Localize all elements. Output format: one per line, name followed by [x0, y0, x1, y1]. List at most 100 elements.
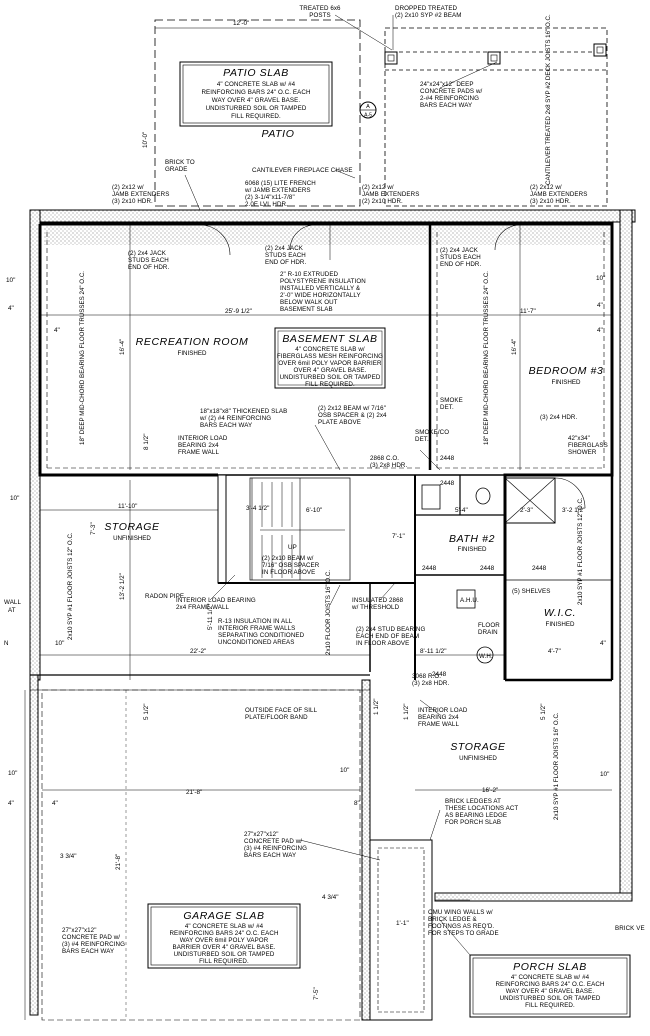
dimension-label: 1 1/2"	[403, 704, 410, 720]
note-interior-load-3: INTERIOR LOAD	[418, 707, 468, 714]
note-radon: RADON PIPE	[145, 593, 184, 600]
note-interior-load-2: INTERIOR LOAD BEARING	[176, 597, 256, 604]
note-jamb-right: JAMB EXTENDERS	[530, 191, 587, 198]
garage-slab-note: FILL REQUIRED.	[199, 958, 249, 965]
note-treated-posts: POSTS	[309, 12, 330, 19]
finished-space-outline	[38, 222, 614, 682]
note-floor-drain: DRAIN	[478, 629, 498, 636]
leader-lines	[184, 14, 498, 956]
note-cmu-wing: FOOTINGS AS REQ'D.	[428, 923, 494, 930]
note-jack-left: STUDS EACH	[128, 257, 169, 264]
note-interior-load-3: FRAME WALL	[418, 721, 459, 728]
note-insulation: 2" R-10 EXTRUDED	[280, 271, 339, 278]
dimension-label: 4"	[597, 327, 603, 334]
note-jack-mid: (2) 2x4 JACK	[265, 245, 304, 252]
note-up: UP	[288, 544, 297, 551]
dimension-label: 3'-4 1/2"	[246, 505, 269, 512]
note-beam-osb: OSB SPACER & (2) 2x4	[318, 412, 387, 419]
basement-slab-note: OVER 4" GRAVEL BASE.	[294, 367, 367, 374]
storage-left-status: UNFINISHED	[113, 535, 151, 542]
patio-slab-area	[154, 19, 361, 207]
dimension-label: 2448	[440, 480, 455, 487]
basement-slab-note: UNDISTURBED SOIL OR TAMPED	[280, 374, 381, 381]
dimension-label: 16'-2"	[482, 787, 498, 794]
note-pad-27-top: 27"x27"x12"	[244, 831, 279, 838]
note-jack-right: END OF HDR.	[440, 261, 481, 268]
dimension-label: 11'-7"	[520, 308, 536, 315]
dimension-label: 7'-5"	[313, 987, 320, 1000]
note-insulation: 2'-0" WIDE HORIZONTALLY	[280, 292, 361, 299]
note-jack-mid: END OF HDR.	[265, 259, 306, 266]
garage-area	[30, 674, 370, 1021]
basement-slab-note: FILL REQUIRED.	[305, 381, 355, 388]
dimension-label: 8 1/2"	[143, 434, 150, 450]
note-fiberglass-shower: SHOWER	[568, 449, 597, 456]
garage-slab-note: REINFORCING BARS 24" O.C. EACH	[169, 930, 278, 937]
note-interior-load: FRAME WALL	[178, 449, 219, 456]
note-pad-27-top: (3) #4 REINFORCING	[244, 845, 307, 852]
note-cantilever-chase: CANTILEVER FIREPLACE CHASE	[252, 167, 353, 174]
note-jamb-right: (3) 2x10 HDR.	[530, 198, 571, 205]
section-marker: A A-5	[359, 101, 377, 119]
deck-post	[384, 51, 398, 65]
note-floor-drain: FLOOR	[478, 622, 500, 629]
note-cmu-wing: CMU WING WALLS w/	[428, 909, 493, 916]
bedroom3-title: BEDROOM #3	[529, 365, 604, 377]
note-r13: INTERIOR FRAME WALLS	[218, 625, 295, 632]
note-ro-3068: (3) 2x8 HDR.	[412, 680, 449, 687]
note-cmu-wing: FOR STEPS TO GRADE	[428, 930, 499, 937]
note-stud-bearing: IN FLOOR ABOVE	[356, 640, 409, 647]
note-brick-to-grade: GRADE	[165, 166, 188, 173]
dimension-label: 5 1/2"	[540, 704, 547, 720]
note-pad-27-left: BARS EACH WAY	[62, 948, 114, 955]
dimension-label: 6'-10"	[306, 507, 322, 514]
note-deep-pads: 24"x24"x12" DEEP	[420, 81, 474, 88]
note-joists-bath: 2x10 SYP #1 FLOOR JOISTS 12" O.C.	[577, 497, 584, 605]
note-r13: R-13 INSULATION IN ALL	[218, 618, 293, 625]
note-thick-slab: 18"x18"x8" THICKENED SLAB	[200, 408, 287, 415]
bath2-title: BATH #2	[449, 533, 495, 545]
note-brick-ledges: FOR PORCH SLAB	[445, 819, 501, 826]
note-wh: W.H.	[479, 653, 493, 660]
note-jamb-right: (2) 2x12 w/	[530, 184, 562, 191]
dimension-label: 4"	[600, 640, 606, 647]
note-cmu-wing: BRICK LEDGE &	[428, 916, 478, 923]
garage-slab-note: UNDISTURBED SOIL OR TAMPED	[174, 951, 275, 958]
note-beam-osb: (2) 2x12 BEAM w/ 7/16"	[318, 405, 386, 412]
note-smoke-det: SMOKE	[440, 397, 463, 404]
dimension-label: 4"	[8, 305, 14, 312]
dimension-label: 10"	[8, 770, 17, 777]
note-jack-left: END OF HDR.	[128, 264, 169, 271]
deck-post	[593, 43, 607, 57]
note-lite-french: w/ JAMB EXTENDERS	[244, 187, 311, 194]
section-marker-letter: A	[366, 104, 370, 110]
note-insulation: POLYSTYRENE INSULATION	[280, 278, 366, 285]
dimension-label: 16'-4"	[511, 339, 518, 355]
note-jamb-mid: JAMB EXTENDERS	[362, 191, 419, 198]
dimension-label: 2448	[440, 455, 455, 462]
note-stud-bearing: EACH END OF BEAM	[356, 633, 419, 640]
dimension-label: 11'-10"	[118, 503, 137, 510]
note-interior-load: INTERIOR LOAD	[178, 435, 228, 442]
note-pad-27-left: 27"x27"x12"	[62, 927, 97, 934]
note-jack-mid: STUDS EACH	[265, 252, 306, 259]
dimension-label: 25'-9 1/2"	[225, 308, 252, 315]
note-lite-french: (2) 3-1/4"x11-7/8"	[245, 194, 295, 201]
note-cantilever-joists: CANTILEVER TREATED 2x8 SYP #2 DECK JOIST…	[545, 14, 552, 185]
note-co-2868: 2868 C.O.	[370, 455, 399, 462]
porch-slab-note: FILL REQUIRED.	[525, 1002, 575, 1009]
dimension-label: 5'-11 1/2"	[207, 604, 214, 630]
note-insulated-door: INSULATED 2868	[352, 597, 404, 604]
dimension-label: 4"	[54, 327, 60, 334]
dimension-label: 2448	[532, 565, 547, 572]
dimension-label: 2448	[480, 565, 495, 572]
bath2-status: FINISHED	[458, 546, 487, 553]
dimension-label: 2448	[422, 565, 437, 572]
note-dropped-beam: DROPPED TREATED	[395, 5, 458, 12]
note-deep-pads: CONCRETE PADS w/	[420, 88, 483, 95]
note-r13: UNCONDITIONED AREAS	[218, 639, 295, 646]
note-wall-at: WALL	[4, 599, 21, 606]
patio-slab-title: PATIO SLAB	[223, 67, 289, 79]
note-thick-slab: w/ (2) #4 REINFORCING	[199, 415, 271, 422]
note-insulation: BASEMENT SLAB	[280, 306, 333, 313]
